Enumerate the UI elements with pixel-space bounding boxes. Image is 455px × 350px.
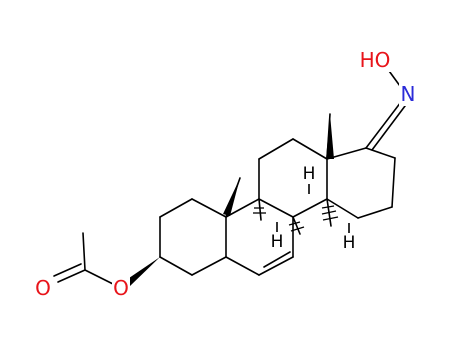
oxime-nitrogen-label: N	[401, 82, 416, 106]
bond	[258, 198, 294, 218]
wedge-bond	[126, 257, 160, 286]
bond	[292, 198, 328, 218]
label-bg	[300, 164, 318, 184]
bond	[357, 206, 393, 219]
double-bond	[371, 101, 409, 151]
bond	[391, 157, 396, 208]
h-stubs	[276, 184, 350, 233]
hash-bond	[258, 198, 262, 221]
bond	[292, 138, 328, 160]
wedge-bonds	[126, 114, 334, 286]
bond	[159, 256, 193, 276]
stereo-h-label-c14: H	[343, 233, 356, 253]
carbonyl-oxygen-label: O	[35, 276, 51, 300]
bond	[159, 198, 193, 218]
bond	[225, 198, 260, 218]
stereo-h-label-c8: H	[303, 164, 316, 184]
label-bg	[399, 82, 417, 106]
wedge-bond	[326, 114, 334, 159]
bond	[258, 256, 294, 276]
stereo-hash-marks	[253, 205, 339, 232]
bond	[82, 232, 86, 271]
label-bg	[353, 46, 397, 72]
double-bond	[365, 97, 405, 149]
bond	[191, 198, 227, 218]
bond	[84, 269, 114, 285]
bond	[365, 147, 396, 159]
hydroxyl-label: HO	[360, 48, 391, 72]
label-bg	[112, 277, 130, 299]
bond	[258, 138, 294, 160]
label-bg	[340, 233, 358, 253]
double-bond	[263, 251, 291, 268]
wedge-bond	[223, 178, 240, 216]
hash-bond	[292, 216, 301, 235]
label-bg	[34, 277, 52, 299]
stereo-h-label-c9: H	[271, 232, 284, 252]
label-bg	[268, 232, 286, 252]
double-bond	[53, 263, 82, 277]
bond	[225, 256, 260, 276]
bond	[191, 256, 227, 276]
bond	[326, 198, 359, 219]
acetate-oxygen-label: O	[113, 276, 129, 300]
double-bond	[57, 269, 86, 283]
